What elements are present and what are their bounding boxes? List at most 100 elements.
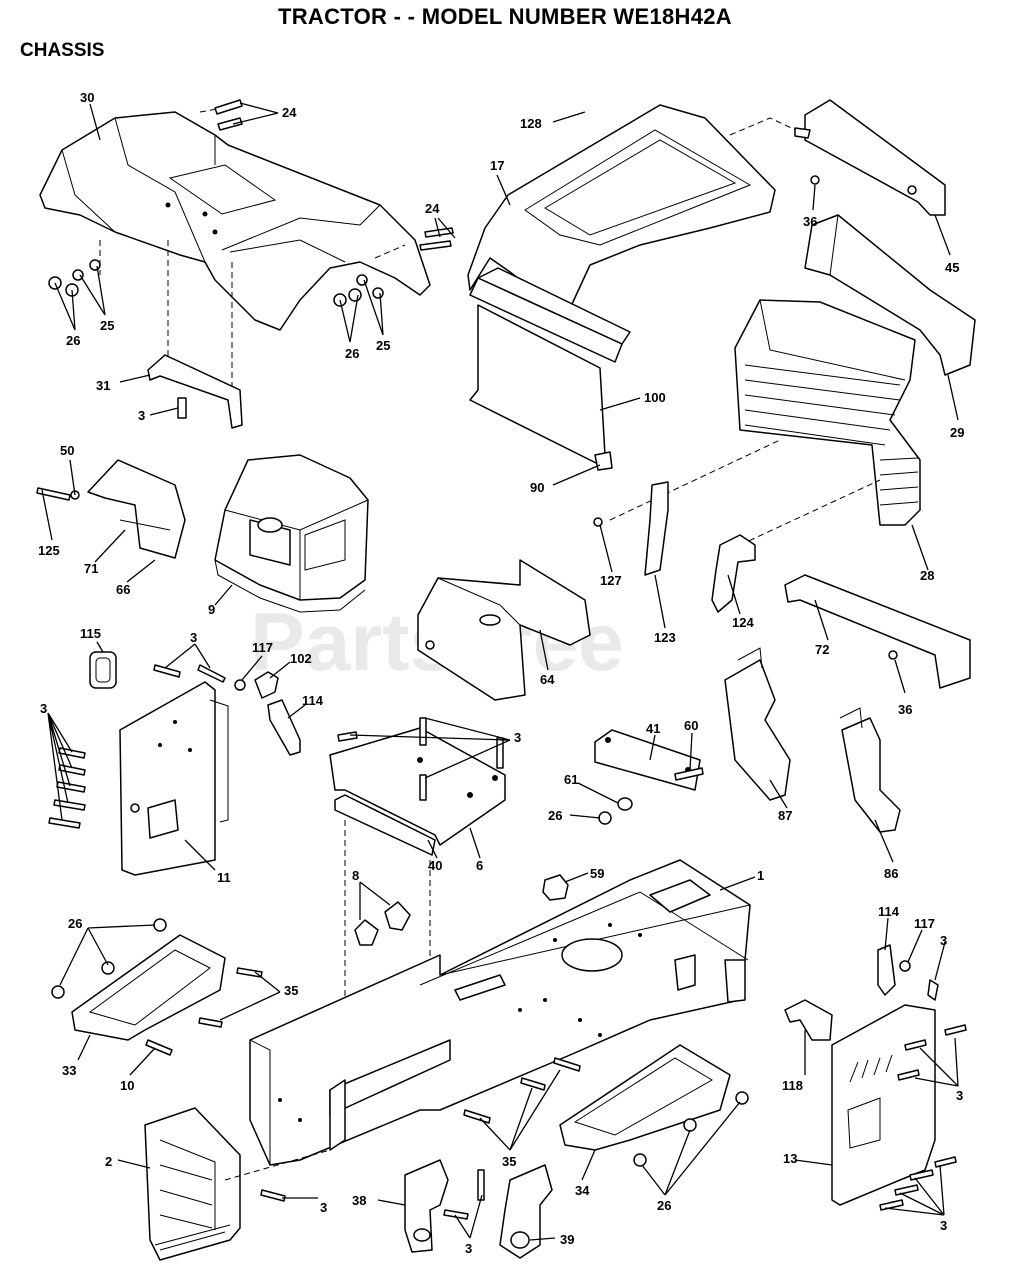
part-11-side-panel [119, 681, 229, 876]
callout-3: 3 [320, 1200, 327, 1215]
part-114-bracket-right [877, 944, 896, 996]
callout-117: 117 [252, 640, 273, 655]
part-100-50-rail [469, 267, 631, 471]
callout-24: 24 [282, 105, 297, 120]
callout-39: 39 [560, 1232, 574, 1247]
part-59-nut [542, 874, 569, 901]
callout-123: 123 [654, 630, 676, 645]
callout-3: 3 [956, 1088, 963, 1103]
part-114-bracket [267, 699, 301, 756]
callout-26: 26 [68, 916, 82, 931]
part-8-clips [354, 901, 411, 946]
part-41-plate [594, 729, 701, 791]
part-nuts-26-left [51, 918, 167, 999]
callout-71: 71 [84, 561, 98, 576]
part-118-bracket [784, 999, 833, 1041]
part-bolt-10 [145, 1039, 173, 1056]
callout-3: 3 [465, 1241, 472, 1256]
callout-2: 2 [105, 1154, 112, 1169]
callout-118: 118 [782, 1078, 803, 1093]
callout-115: 115 [80, 626, 101, 641]
part-6-plate [329, 727, 506, 856]
callout-64: 64 [540, 672, 555, 687]
callout-3: 3 [940, 1218, 947, 1233]
callout-61: 61 [564, 772, 578, 787]
callout-40: 40 [428, 858, 442, 873]
callout-3: 3 [40, 701, 47, 716]
callout-25: 25 [100, 318, 114, 333]
part-9-dash-tower [214, 454, 369, 613]
callout-34: 34 [575, 1183, 590, 1198]
callout-labels: 30 24 128 17 36 45 24 25 26 26 25 31 3 1… [38, 90, 964, 1256]
part-bolts-3-bottom [260, 1169, 485, 1220]
callout-13: 13 [783, 1151, 797, 1166]
part-61-washer [617, 797, 633, 811]
part-124-bracket [711, 534, 756, 613]
callout-125: 125 [38, 543, 60, 558]
callout-36: 36 [898, 702, 912, 717]
callout-87: 87 [778, 808, 792, 823]
part-nuts-26-right [633, 1091, 749, 1167]
callout-3: 3 [514, 730, 521, 745]
callout-25: 25 [376, 338, 390, 353]
callout-3: 3 [940, 933, 947, 948]
callout-11: 11 [217, 870, 231, 885]
callout-124: 124 [732, 615, 754, 630]
callout-6: 6 [476, 858, 483, 873]
callout-29: 29 [950, 425, 964, 440]
part-38-bracket [404, 1159, 449, 1253]
part-39-bracket [499, 1164, 553, 1259]
callout-100: 100 [644, 390, 666, 405]
part-28-grille [734, 299, 921, 526]
part-33-footrest-left [71, 934, 226, 1041]
part-102-clip [234, 671, 279, 699]
callout-114: 114 [878, 904, 900, 919]
callout-31: 31 [96, 378, 110, 393]
leader-lines [41, 102, 959, 1241]
callout-10: 10 [120, 1078, 134, 1093]
part-13-side-panel [831, 1004, 936, 1206]
callout-72: 72 [815, 642, 829, 657]
callout-128: 128 [520, 116, 542, 131]
part-86-bracket [839, 707, 901, 833]
part-bolts-3-right [879, 979, 967, 1211]
callout-127: 127 [600, 573, 622, 588]
callout-28: 28 [920, 568, 934, 583]
part-rear-fender [39, 111, 431, 331]
callout-50: 90 [530, 480, 544, 495]
diagram-title: TRACTOR - - MODEL NUMBER WE18H42A [277, 4, 732, 29]
callout-117: 117 [914, 916, 935, 931]
callout-36: 36 [803, 214, 817, 229]
part-2-front-bracket [144, 1107, 241, 1261]
callout-30: 30 [80, 90, 94, 105]
part-66-panel [87, 459, 186, 559]
callout-26: 26 [66, 333, 80, 348]
part-26-nut-mid [598, 811, 612, 825]
callout-3: 3 [190, 630, 197, 645]
callout-3: 3 [138, 408, 145, 423]
callout-66: 66 [116, 582, 130, 597]
part-31-bracket [147, 354, 243, 429]
part-bolts-3-plate [337, 717, 504, 801]
part-115-grommet [89, 651, 117, 689]
callout-26: 26 [657, 1198, 671, 1213]
callout-41: 41 [646, 721, 660, 736]
callout-17: 17 [490, 158, 504, 173]
callout-86: 86 [884, 866, 898, 881]
callout-45: 45 [945, 260, 959, 275]
callout-60: 60 [684, 718, 698, 733]
part-45-bracket [794, 99, 946, 216]
part-bolt-125 [36, 487, 80, 501]
diagram-subtitle: CHASSIS [20, 40, 105, 61]
callout-35: 35 [502, 1154, 516, 1169]
part-117-washer-right [899, 960, 911, 972]
callout-33: 33 [62, 1063, 76, 1078]
callout-59: 59 [590, 866, 604, 881]
callout-102: 102 [290, 651, 312, 666]
callout-1: 1 [757, 868, 764, 883]
callout-114: 114 [302, 693, 324, 708]
callout-8: 8 [352, 868, 359, 883]
part-34-footrest-right [559, 1044, 731, 1151]
part-bolts-35-mid [463, 1057, 581, 1124]
